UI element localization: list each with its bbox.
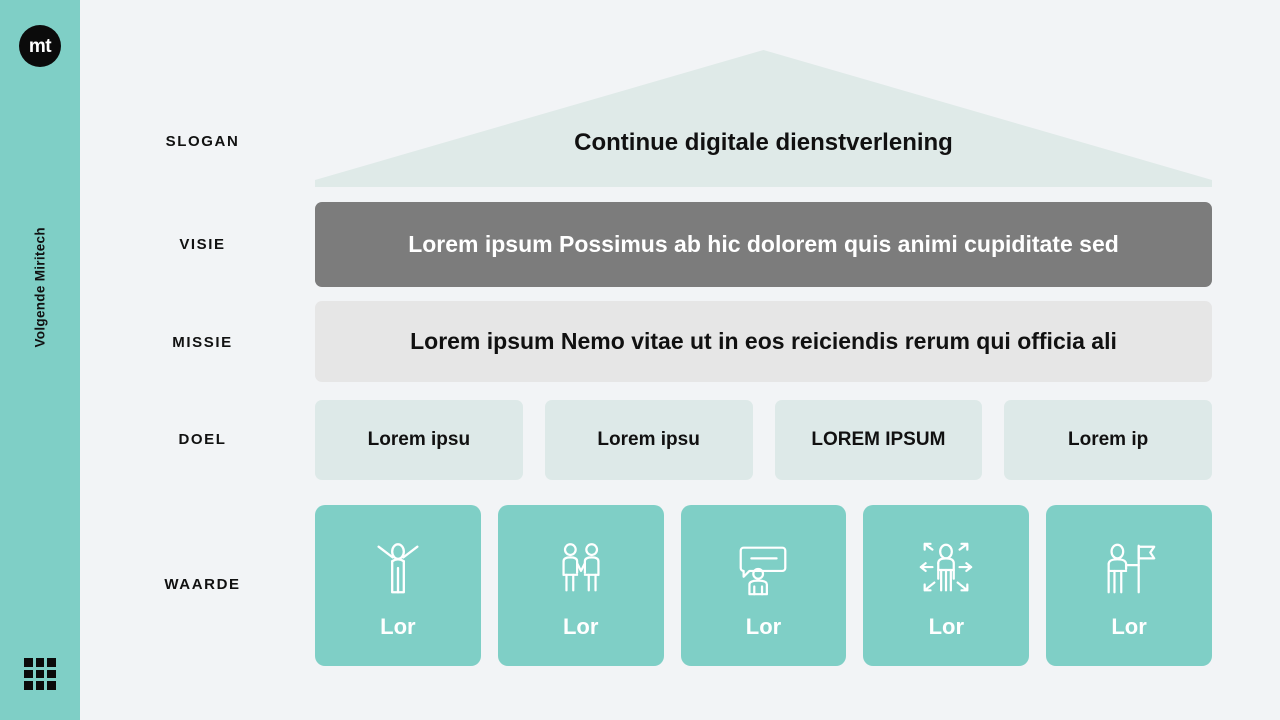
doel-card[interactable]: LOREM IPSUM [774,400,983,480]
grid-cell [24,681,33,690]
row-label-doel: DOEL [178,431,227,448]
doel-card[interactable]: Lorem ipsu [315,400,523,480]
visie-bar[interactable]: Lorem ipsum Possimus ab hic dolorem quis… [315,202,1212,287]
grid-3x3-icon[interactable] [24,658,56,690]
waarde-card-label: Lor [928,613,965,639]
sidebar-caption: Volgende Miritech [32,227,48,348]
logo-label: mt [28,35,52,57]
doel-card-label: LOREM IPSUM [811,429,946,450]
grid-cell [24,669,33,679]
sidebar: mt Volgende Miritech [0,0,80,720]
grid-cell [47,658,56,667]
row-label-waarde: WAARDE [164,576,241,593]
row-label-visie: VISIE [179,236,226,253]
grid-cell [35,658,45,667]
grid-cell [47,669,56,679]
waarde-card-label: Lor [380,613,416,639]
grid-cell [35,669,45,679]
missie-text: Lorem ipsum Nemo vitae ut in eos reicien… [410,328,1117,354]
waarde-card[interactable]: Lor [315,505,481,666]
waarde-row: Lor Lor [315,505,1212,666]
mt-circle-logo-icon[interactable]: mt [19,25,61,67]
waarde-card[interactable]: Lor [680,505,847,666]
person-speech-bubble-icon [732,538,794,600]
slogan-pediment-shape [315,50,1212,187]
doel-card-label: Lorem ip [1068,429,1149,450]
waarde-card[interactable]: Lor [1046,505,1212,666]
visie-text: Lorem ipsum Possimus ab hic dolorem quis… [408,231,1119,257]
grid-cell [24,658,33,667]
waarde-card[interactable]: Lor [863,505,1030,666]
waarde-card-label: Lor [745,613,782,639]
waarde-card-label: Lor [562,613,599,639]
waarde-card-label: Lor [1111,613,1147,639]
doel-card[interactable]: Lorem ip [1004,400,1212,480]
row-label-slogan: SLOGAN [165,133,240,150]
grid-cell [47,681,56,690]
waarde-card[interactable]: Lor [497,505,664,666]
slogan-text: Continue digitale dienstverlening [574,129,953,156]
person-arms-raised-icon [367,538,429,600]
doel-card-label: Lorem ipsu [597,429,700,450]
two-people-handshake-icon [550,538,612,600]
doel-row: Lorem ipsu Lorem ipsu LOREM IPSUM Lorem … [315,400,1212,480]
row-label-missie: MISSIE [172,334,233,351]
person-flag-icon [1098,538,1160,600]
doel-card[interactable]: Lorem ipsu [544,400,753,480]
person-arrows-outward-icon [915,538,977,600]
grid-cell [35,681,45,690]
doel-card-label: Lorem ipsu [367,429,471,450]
missie-bar[interactable]: Lorem ipsum Nemo vitae ut in eos reicien… [315,301,1212,382]
